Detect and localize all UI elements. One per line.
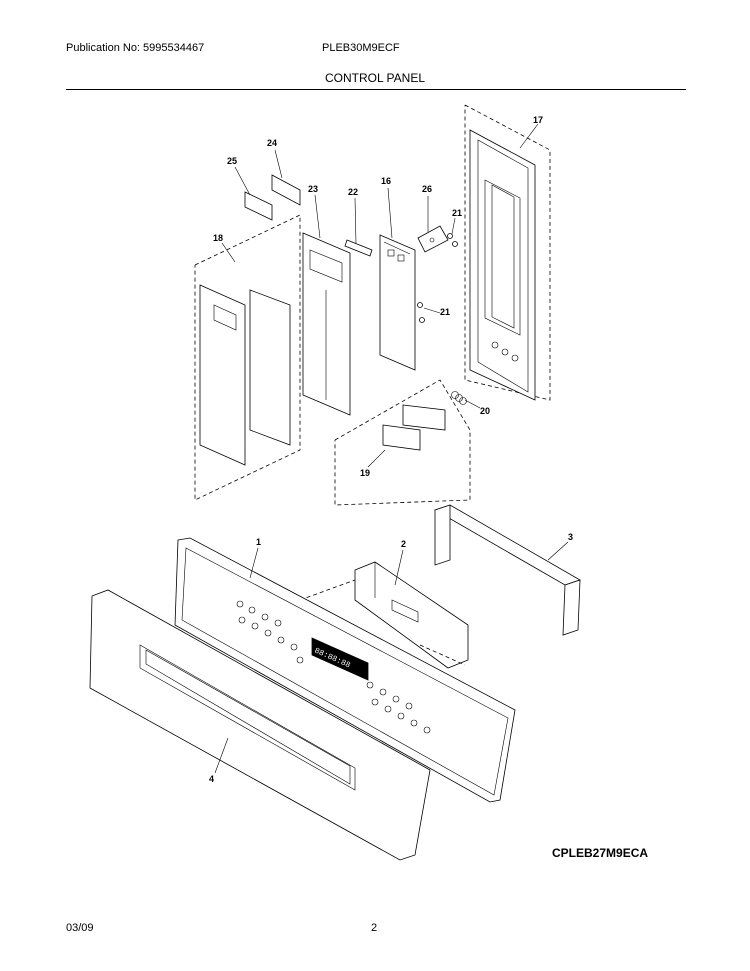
lower-leader-lines [214,541,569,774]
part-16-board [379,234,416,371]
part-18-overlay [199,284,291,466]
label-part-17: 17 [533,115,543,125]
part-1-control-panel: 88:88:88 [174,537,516,803]
footer-date: 03/09 [66,922,94,934]
label-part-18: 18 [213,233,223,243]
model-number: PLEB30M9ECF [322,42,400,54]
part-25-piece [244,191,273,221]
label-part-2: 2 [401,539,406,549]
label-part-22: 22 [348,187,358,197]
group-outline-frame [464,104,551,401]
label-part-21-upper: 21 [452,208,462,218]
part-number-labels: 17 24 25 16 23 26 22 21 18 21 20 19 1 2 … [209,115,573,784]
publication-number: Publication No: 5995534467 [66,42,205,54]
section-title: CONTROL PANEL [324,71,426,85]
group-outline-lower [334,379,471,506]
page-number: 2 [371,922,378,934]
diagram-code: CPLEB27M9ECA [552,846,649,860]
label-part-25: 25 [227,156,237,166]
part-26-bracket [417,225,449,253]
label-part-24: 24 [267,138,277,148]
group-outline-left [194,214,301,501]
part-24-piece [271,174,301,206]
part-23-panel [302,232,351,416]
upper-leader-lines [221,123,539,468]
part-17-frame [469,129,536,401]
part-22-strip [344,239,373,257]
part-19-keys [382,404,446,451]
header-rule [66,89,686,90]
label-part-19: 19 [360,468,370,478]
part-2-control-board [354,561,469,669]
label-part-26: 26 [422,184,432,194]
label-part-16: 16 [381,176,391,186]
label-part-23: 23 [308,184,318,194]
label-part-20: 20 [480,406,490,416]
label-part-3: 3 [568,532,573,542]
part-21-screws [417,233,458,323]
part-4-outer-panel [89,589,431,861]
part-3-trim [434,504,581,636]
label-part-21-lower: 21 [440,307,450,317]
label-part-1: 1 [256,537,261,547]
part-20-spring [451,391,467,405]
digital-display [311,637,369,681]
keypad-buttons [236,600,431,734]
label-part-4: 4 [209,774,214,784]
board-dashed-guides [299,579,466,666]
